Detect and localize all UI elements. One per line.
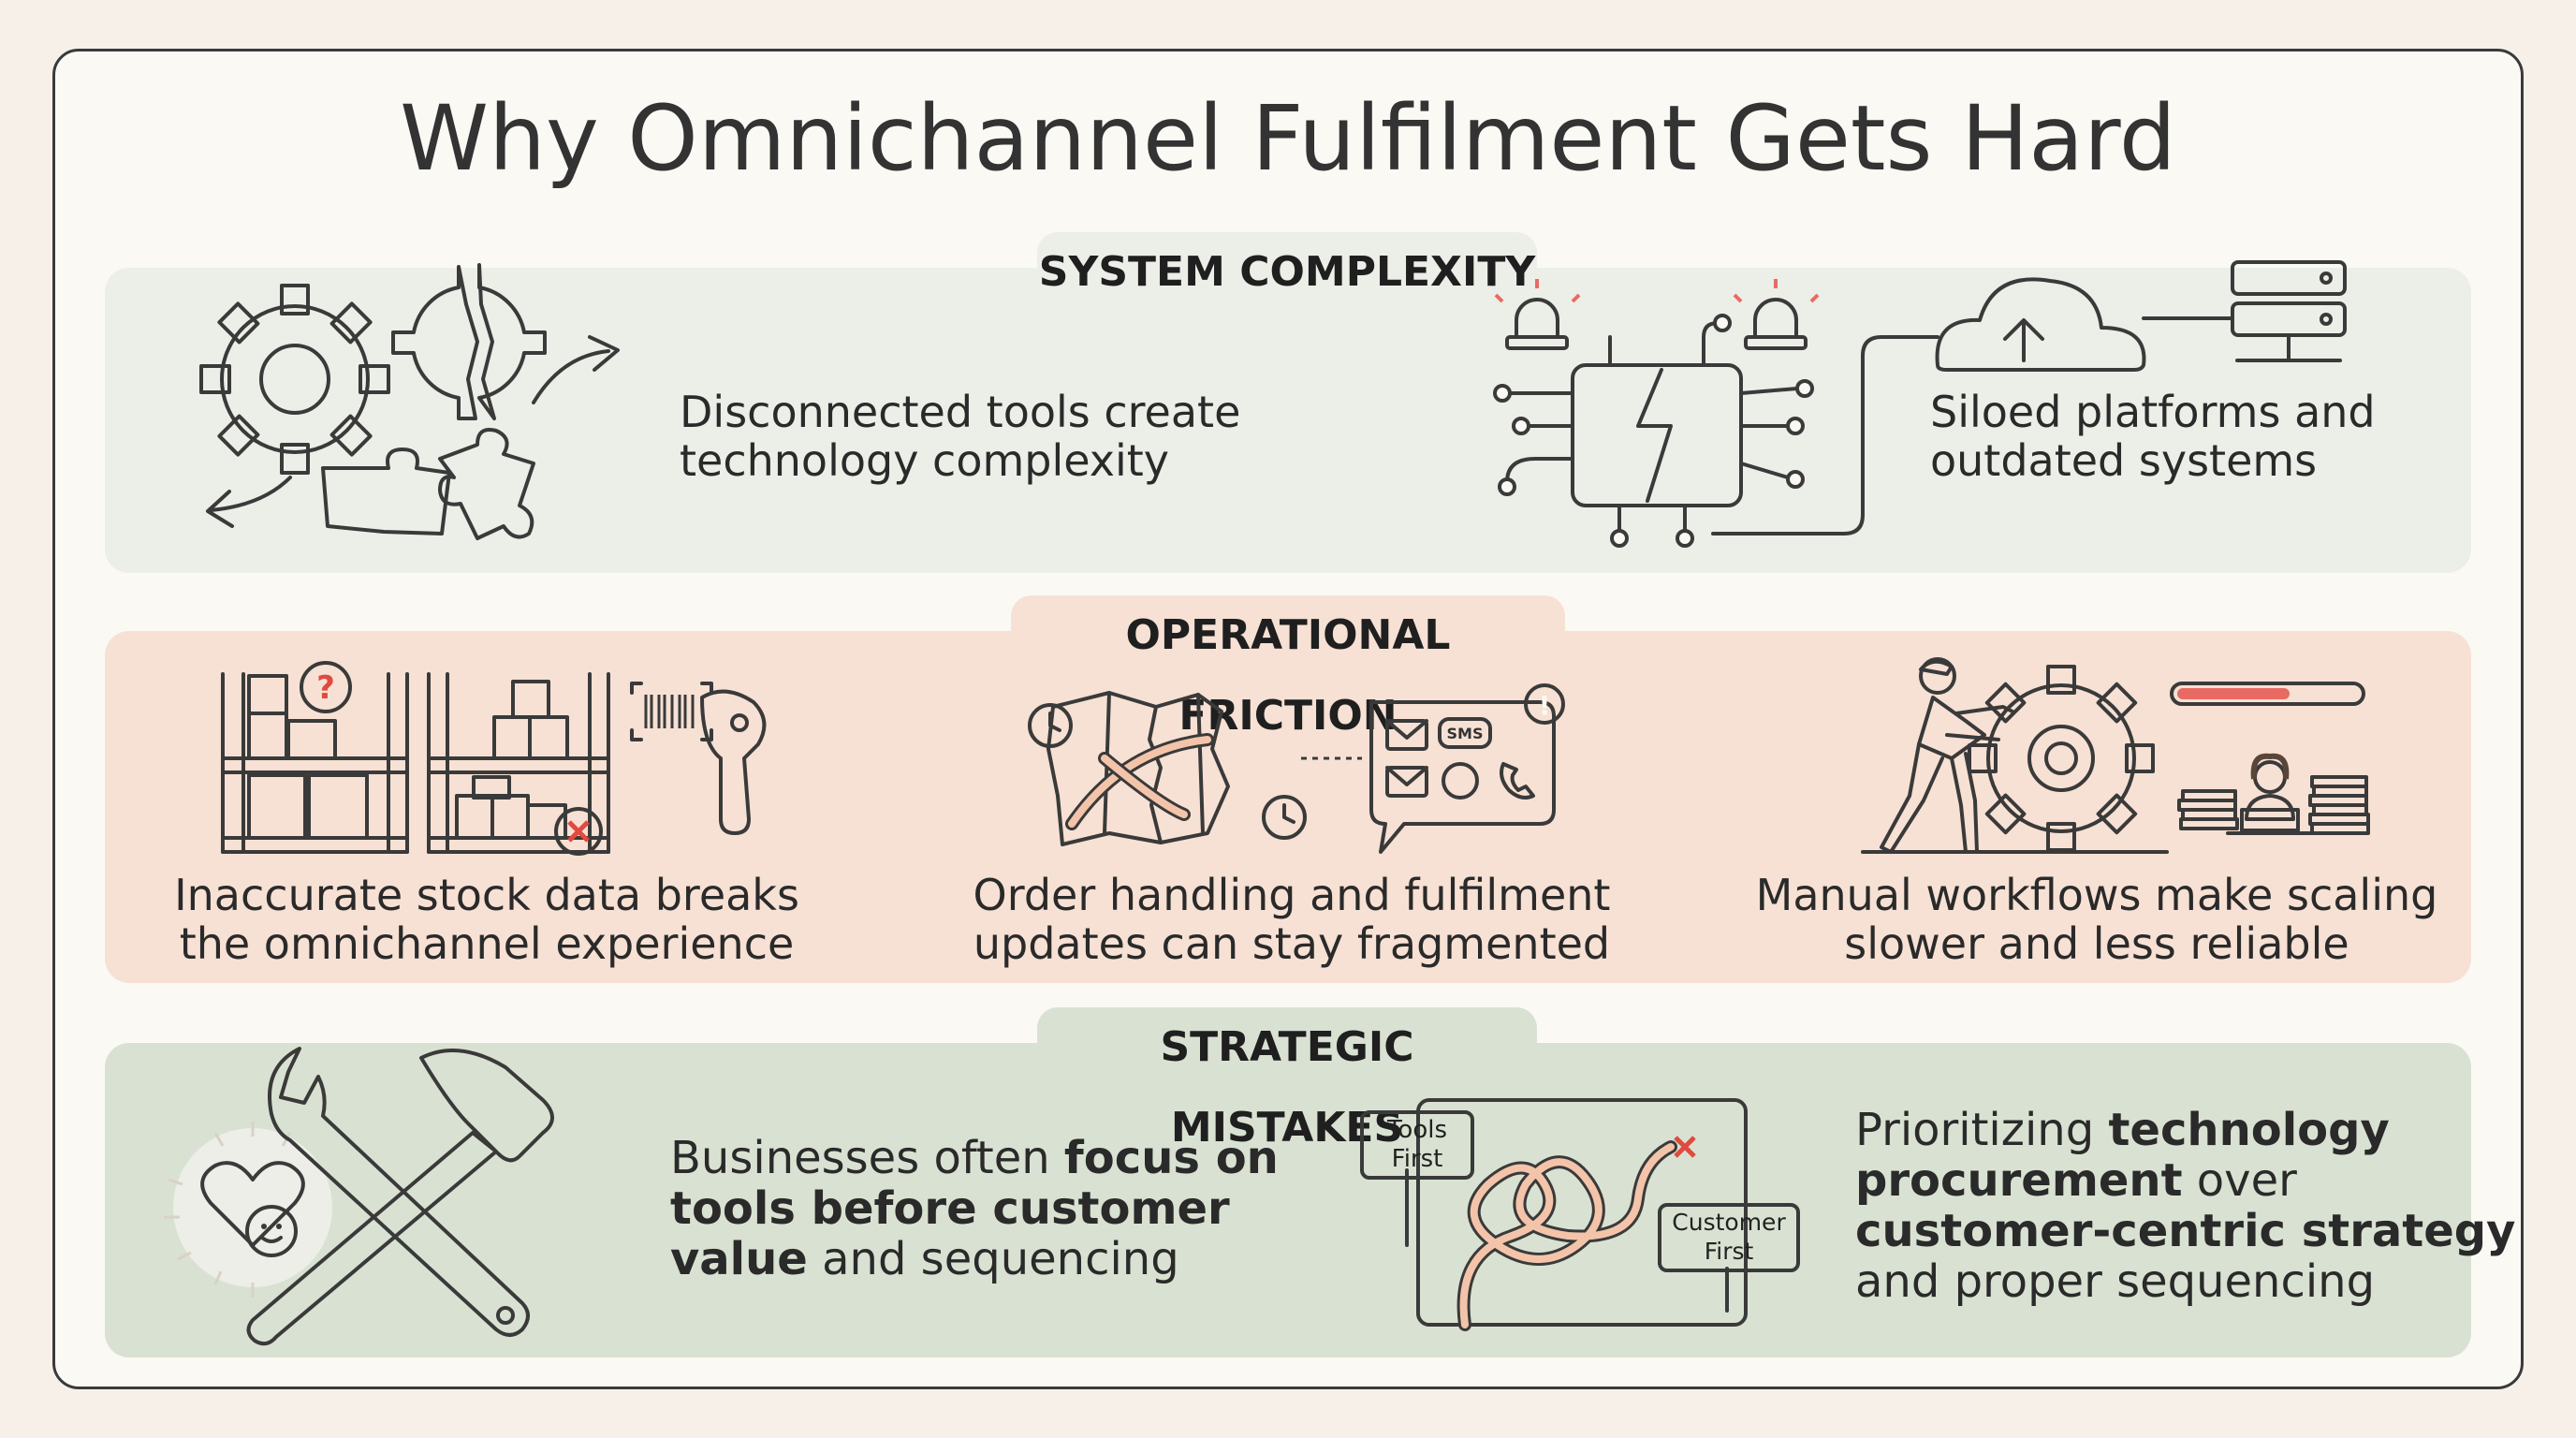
operational-friction-item-2-text: Order handling and fulfilment updates ca… xyxy=(973,870,1611,969)
wrench-hammer-icon xyxy=(164,1047,554,1346)
customer-first-sign-line-2: First xyxy=(1705,1238,1754,1265)
operational-friction-item-1-text: Inaccurate stock data breaks the omnicha… xyxy=(174,870,799,969)
tangled-path-signs-icon: Tools First Customer First xyxy=(1360,1098,1800,1331)
strategic-mistakes-panel xyxy=(105,1043,2471,1357)
section-heading-strategic-mistakes: STRATEGIC MISTAKES xyxy=(1037,1007,1537,1152)
alarm-icon xyxy=(1733,279,1820,350)
system-complexity-item-1-text: Disconnected tools create technology com… xyxy=(680,387,1241,486)
page-title: Why Omnichannel Fulfilment Gets Hard xyxy=(400,86,2176,191)
warehouse-shelves-scanner-icon: ? xyxy=(221,661,767,856)
broken-chip-cloud-server-icon xyxy=(1493,260,2347,548)
person-pushing-gear-icon xyxy=(1861,657,2370,854)
tools-first-sign-line-2: First xyxy=(1392,1145,1443,1173)
tools-first-sign-line-1: Tools xyxy=(1386,1116,1447,1144)
svg-text:!: ! xyxy=(1539,690,1551,721)
scattered-gears-puzzle-icon xyxy=(199,263,620,540)
torn-map-messages-icon: SMS ! xyxy=(1028,683,1565,854)
strategic-mistakes-item-2-text: Prioritizing technology procurement over… xyxy=(1855,1104,2516,1308)
section-heading-operational-friction: OPERATIONAL FRICTION xyxy=(1011,595,1565,740)
strategic-mistakes-item-1-text: Businesses often focus on tools before c… xyxy=(670,1132,1279,1285)
customer-first-sign-line-1: Customer xyxy=(1672,1209,1786,1236)
section-heading-system-complexity: SYSTEM COMPLEXITY xyxy=(1037,232,1537,313)
system-complexity-panel xyxy=(105,268,2471,573)
alarm-icon xyxy=(1494,279,1581,350)
sms-label: SMS xyxy=(1447,725,1484,742)
svg-text:?: ? xyxy=(316,669,335,707)
operational-friction-item-3-text: Manual workflows make scaling slower and… xyxy=(1755,870,2438,969)
operational-friction-panel xyxy=(105,631,2471,983)
system-complexity-item-2-text: Siloed platforms and outdated systems xyxy=(1930,387,2376,486)
